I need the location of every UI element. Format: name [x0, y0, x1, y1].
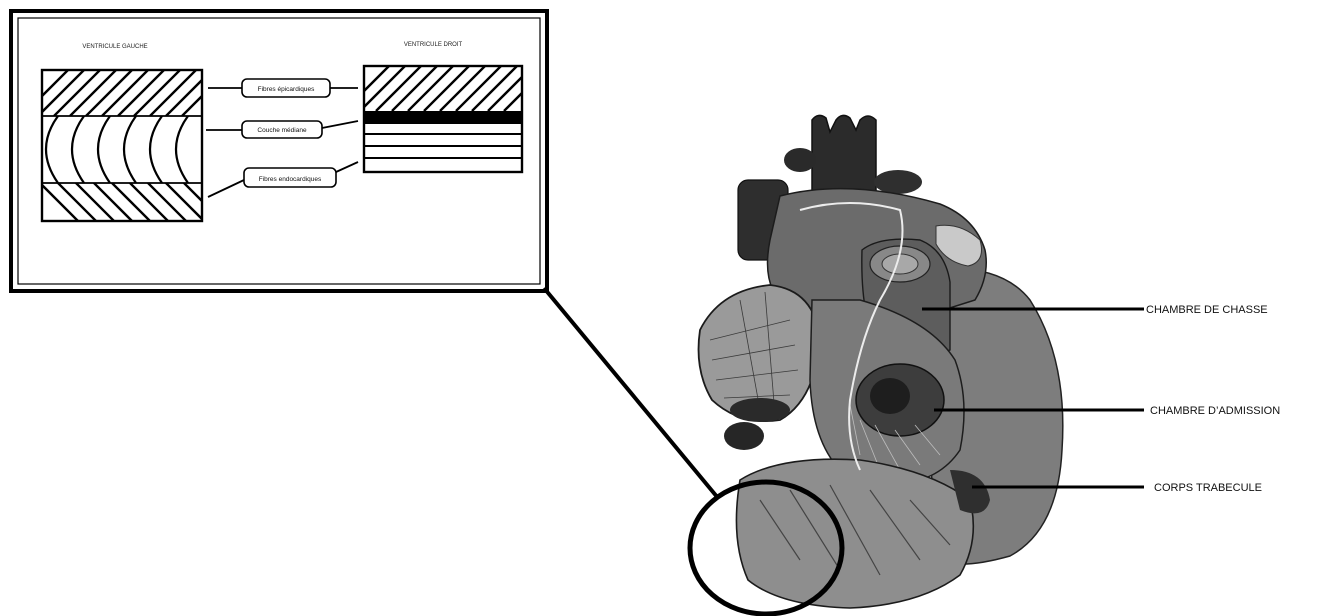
coronary-sinus-stub — [724, 422, 764, 450]
pulmonary-valve-cusp — [882, 254, 918, 274]
inferior-vena-cava — [730, 398, 790, 422]
aortic-arch-branches — [812, 115, 876, 196]
vessel-stub-right — [874, 170, 922, 194]
label-box-endocardial: Fibres endocardiques — [244, 168, 336, 187]
zoom-connector-line — [544, 288, 718, 498]
tricuspid-opening-dark — [870, 378, 910, 414]
label-median-text: Couche médiane — [257, 127, 307, 134]
label-box-median: Couche médiane — [242, 121, 322, 138]
label-endocardial-text: Fibres endocardiques — [259, 176, 322, 183]
left-ventricle-heading: VENTRICULE GAUCHE — [82, 44, 147, 50]
label-trabecular-body: CORPS TRABECULE — [1154, 482, 1262, 494]
label-outflow-chamber: CHAMBRE DE CHASSE — [1146, 304, 1268, 316]
label-inflow-chamber: CHAMBRE D’ADMISSION — [1150, 405, 1280, 417]
label-box-epicardial: Fibres épicardiques — [242, 79, 330, 97]
label-epicardial-text: Fibres épicardiques — [258, 86, 315, 93]
inset-panel: VENTRICULE GAUCHE VENTRICULE DROIT — [11, 11, 549, 291]
heart-illustration — [699, 115, 1063, 608]
rv-median-band — [364, 111, 522, 124]
inset-inner-frame — [18, 18, 540, 284]
right-ventricle-heading: VENTRICULE DROIT — [404, 42, 463, 48]
vessel-stub-left — [784, 148, 816, 172]
